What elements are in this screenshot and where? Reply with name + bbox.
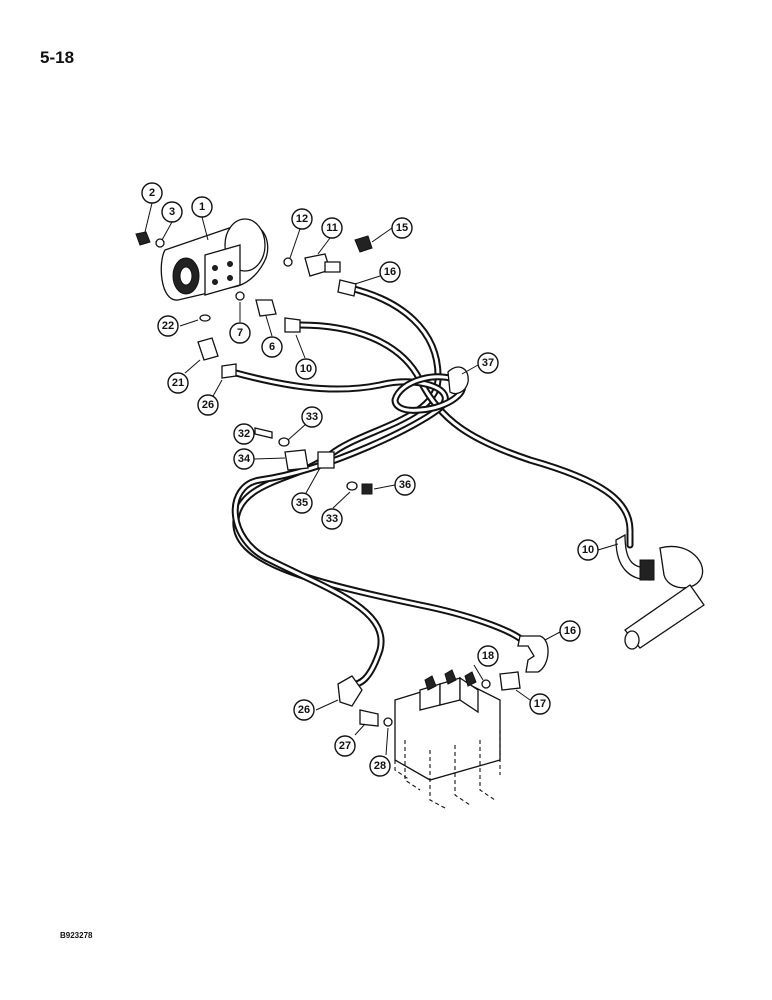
- svg-text:26: 26: [202, 399, 214, 411]
- hose-26: [228, 368, 449, 689]
- clamp-assembly: [254, 427, 373, 495]
- callouts: 2 3 1 12 11 15 16 22 7 6 10 37 21 26 33 …: [141, 182, 599, 777]
- callout-18: 18: [477, 645, 499, 667]
- callout-3: 3: [161, 201, 183, 223]
- bolt-part-2: [135, 231, 165, 248]
- callout-27: 27: [334, 735, 356, 757]
- svg-text:10: 10: [582, 544, 594, 556]
- callout-33-bottom: 33: [321, 508, 343, 530]
- svg-text:22: 22: [162, 320, 174, 332]
- svg-text:28: 28: [374, 760, 386, 772]
- callout-22: 22: [157, 315, 179, 337]
- svg-text:36: 36: [399, 479, 411, 491]
- svg-text:7: 7: [237, 327, 243, 339]
- fitting-part-11: [283, 253, 357, 297]
- svg-text:34: 34: [238, 453, 251, 465]
- callout-26-top: 26: [197, 394, 219, 416]
- svg-text:37: 37: [482, 357, 494, 369]
- callout-32: 32: [233, 423, 255, 445]
- callout-17: 17: [529, 693, 551, 715]
- callout-11: 11: [321, 217, 343, 239]
- svg-text:10: 10: [300, 363, 312, 375]
- cap-part-15: [354, 235, 373, 253]
- hose-10: [296, 321, 634, 549]
- page-number: 5-18: [40, 48, 75, 67]
- elbow-part-21: [197, 314, 237, 379]
- callout-21: 21: [167, 372, 189, 394]
- svg-text:11: 11: [326, 222, 338, 234]
- svg-text:12: 12: [296, 213, 308, 225]
- callout-1: 1: [191, 196, 213, 218]
- callout-28: 28: [369, 755, 391, 777]
- svg-text:15: 15: [396, 222, 408, 234]
- callout-33-top: 33: [301, 406, 323, 428]
- callout-2: 2: [141, 182, 163, 204]
- callout-16-bottom: 16: [559, 620, 581, 642]
- control-valve-block: [394, 669, 501, 809]
- svg-text:16: 16: [564, 625, 576, 637]
- callout-35: 35: [291, 492, 313, 514]
- fitting-part-6: [235, 291, 301, 333]
- steering-valve-part-1: [160, 218, 269, 301]
- callout-37: 37: [477, 352, 499, 374]
- elbow-part-26-bottom: [337, 675, 393, 727]
- svg-text:17: 17: [534, 698, 546, 710]
- svg-text:3: 3: [169, 206, 175, 218]
- svg-text:33: 33: [326, 513, 338, 525]
- hose-group: [228, 284, 634, 689]
- elbow-part-16-bottom: [481, 635, 549, 691]
- svg-text:2: 2: [149, 187, 155, 199]
- svg-text:21: 21: [172, 377, 184, 389]
- callout-10-top: 10: [295, 358, 317, 380]
- callout-7: 7: [229, 322, 251, 344]
- leader-lines: [144, 202, 619, 756]
- svg-text:33: 33: [306, 411, 318, 423]
- svg-text:1: 1: [199, 201, 205, 213]
- callout-16-top: 16: [379, 261, 401, 283]
- svg-text:26: 26: [298, 704, 310, 716]
- svg-text:35: 35: [296, 497, 308, 509]
- callout-10-right: 10: [577, 539, 599, 561]
- svg-text:18: 18: [482, 650, 494, 662]
- svg-text:16: 16: [384, 266, 396, 278]
- figure-code: B923278: [60, 931, 93, 940]
- elbow-part-10-right: [615, 533, 705, 650]
- svg-text:6: 6: [269, 341, 275, 353]
- callout-15: 15: [391, 217, 413, 239]
- svg-text:32: 32: [238, 428, 250, 440]
- callout-12: 12: [291, 208, 313, 230]
- callout-36: 36: [394, 474, 416, 496]
- svg-text:27: 27: [339, 740, 351, 752]
- callout-34: 34: [233, 448, 255, 470]
- callout-6: 6: [261, 336, 283, 358]
- callout-26-bottom: 26: [293, 699, 315, 721]
